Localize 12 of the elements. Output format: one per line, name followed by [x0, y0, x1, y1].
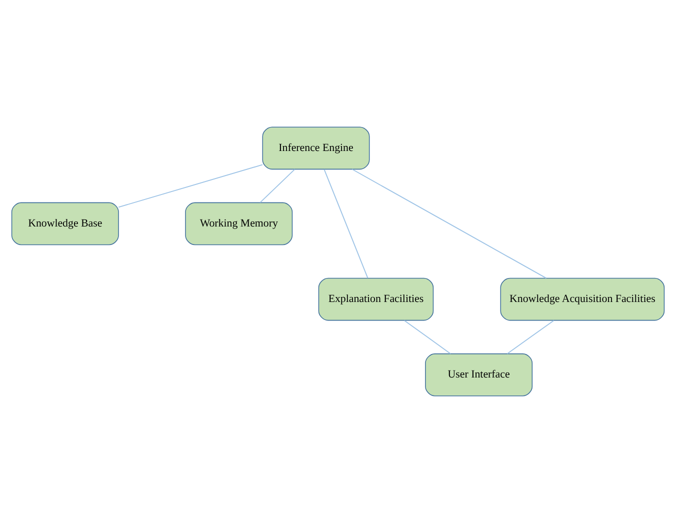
node-box: Inference Engine [262, 126, 370, 170]
node-box: Knowledge Acquisition Facilities [500, 277, 665, 320]
connector [352, 168, 547, 278]
connector [324, 168, 368, 278]
connector [260, 168, 296, 203]
connector [118, 164, 263, 208]
node-box: User Interface [425, 352, 533, 396]
node-box: Explanation Facilities [318, 277, 434, 320]
node-box: Knowledge Base [11, 202, 119, 245]
connector [404, 320, 451, 354]
node-box: Working Memory [185, 202, 293, 245]
connector [506, 320, 554, 354]
